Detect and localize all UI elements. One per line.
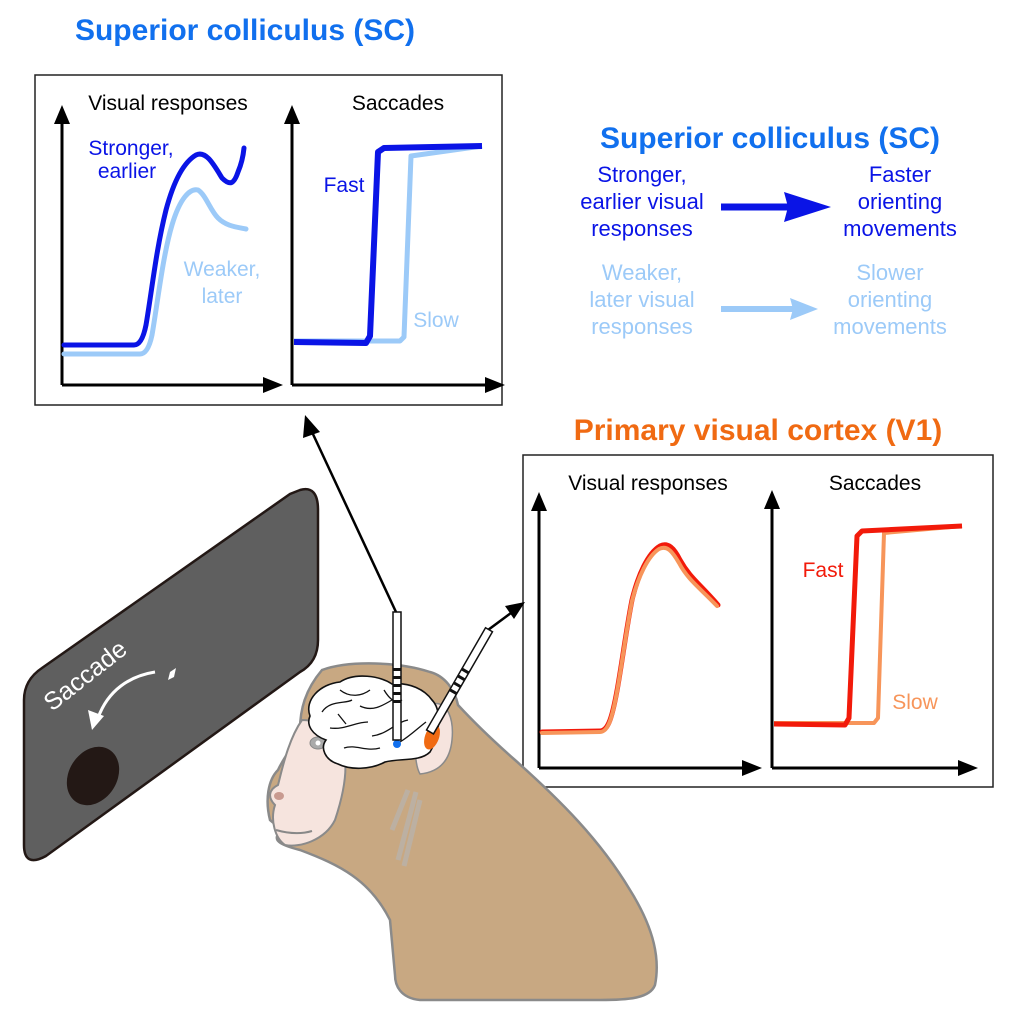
weak-effect-line1: Slower bbox=[856, 260, 923, 285]
sc-panel-border bbox=[34, 74, 503, 406]
target-spot-icon bbox=[66, 746, 120, 806]
weak-effect-line2: orienting bbox=[848, 287, 932, 312]
sc-connector-arrowhead-icon bbox=[303, 415, 320, 438]
sc-saccade-axes bbox=[284, 105, 505, 393]
sc-connector-line bbox=[310, 431, 398, 613]
sc-weak-label-line2: later bbox=[202, 285, 243, 308]
fixation-point-icon bbox=[168, 668, 176, 680]
x-axis-arrowhead-icon bbox=[485, 377, 505, 393]
v1-fast-saccade-trace bbox=[773, 523, 963, 728]
sc-electrode-icon bbox=[392, 611, 402, 741]
sc-panel: Visual responses Stronger, earlier Weake… bbox=[34, 74, 505, 406]
weak-arrow-icon bbox=[721, 298, 818, 320]
x-axis-arrowhead-icon bbox=[958, 760, 978, 776]
weak-cause-line3: responses bbox=[591, 314, 693, 339]
v1-visual-heading: Visual responses bbox=[568, 472, 728, 495]
brain-icon bbox=[307, 675, 440, 770]
sc-weak-visual-trace bbox=[61, 187, 249, 357]
y-axis-arrowhead-icon bbox=[531, 492, 547, 511]
saccade-arrow-icon bbox=[96, 670, 156, 719]
y-axis-arrowhead-icon bbox=[284, 105, 300, 124]
sc-strong-visual-trace bbox=[61, 145, 247, 348]
sc-slow-label: Slow bbox=[413, 309, 459, 332]
sc-strong-label-line2: earlier bbox=[98, 160, 156, 183]
weak-effect-line3: movements bbox=[833, 314, 947, 339]
v1-electrode-icon bbox=[425, 626, 494, 735]
v1-panel: Visual responses Saccades Fast Slow bbox=[522, 454, 994, 788]
strong-effect-line2: orienting bbox=[858, 189, 942, 214]
sc-visual-heading: Visual responses bbox=[88, 92, 248, 115]
weak-cause-line2: later visual bbox=[589, 287, 694, 312]
sc-saccades-heading: Saccades bbox=[352, 92, 444, 115]
v1-slow-label: Slow bbox=[892, 691, 938, 714]
saccade-arrowhead-icon bbox=[88, 710, 104, 730]
sc-recording-site bbox=[393, 740, 401, 748]
sc-weak-label-line1: Weaker, bbox=[184, 258, 261, 281]
v1-fast-label: Fast bbox=[803, 559, 844, 582]
monkey-pupil bbox=[315, 740, 321, 746]
v1-saccades-heading: Saccades bbox=[829, 472, 921, 495]
sc-strong-label-line1: Stronger, bbox=[88, 137, 173, 160]
strong-cause-line3: responses bbox=[591, 216, 693, 241]
sc-visual-axes bbox=[54, 105, 283, 393]
monkey-icon bbox=[266, 611, 658, 1002]
sc-fast-label: Fast bbox=[324, 174, 365, 197]
strong-effect-line3: movements bbox=[843, 216, 957, 241]
v1-slow-visual-trace bbox=[540, 545, 719, 735]
monkey-nose-icon bbox=[274, 792, 284, 800]
v1-panel-border bbox=[522, 454, 994, 788]
v1-title: Primary visual cortex (V1) bbox=[574, 414, 943, 447]
weak-cause-line1: Weaker, bbox=[602, 260, 682, 285]
x-axis-arrowhead-icon bbox=[263, 377, 283, 393]
summary-title: Superior colliculus (SC) bbox=[600, 122, 940, 155]
y-axis-arrowhead-icon bbox=[764, 490, 780, 509]
v1-visual-axes bbox=[531, 492, 762, 776]
sc-title: Superior colliculus (SC) bbox=[75, 14, 415, 47]
strong-effect-line1: Faster bbox=[869, 162, 931, 187]
x-axis-arrowhead-icon bbox=[742, 760, 762, 776]
neck-shading bbox=[389, 789, 423, 867]
v1-connector-arrowhead-icon bbox=[505, 602, 525, 619]
monkey-mouth bbox=[275, 829, 313, 835]
strong-cause-line1: Stronger, bbox=[597, 162, 686, 187]
summary-block: Superior colliculus (SC) Stronger, earli… bbox=[580, 122, 957, 339]
sc-fast-saccade-trace bbox=[293, 143, 483, 346]
strong-arrow-icon bbox=[721, 192, 831, 222]
v1-saccade-axes bbox=[764, 490, 978, 776]
strong-cause-line2: earlier visual bbox=[580, 189, 704, 214]
y-axis-arrowhead-icon bbox=[54, 105, 70, 124]
